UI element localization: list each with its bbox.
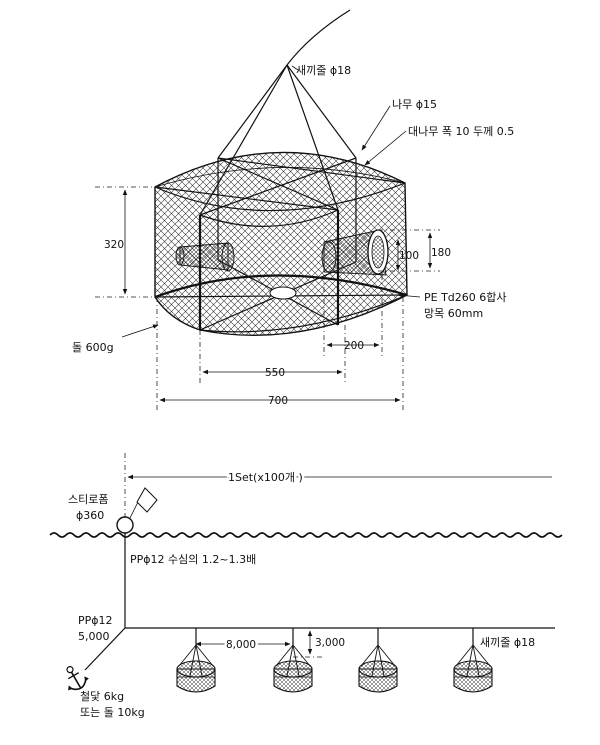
label-mainline-length: 5,000 [78, 630, 110, 643]
trap-bottom-ring [154, 274, 408, 299]
leader-bamboo [364, 130, 407, 166]
leader-net [397, 293, 421, 298]
dim-label-entrance-outer: 180 [431, 247, 451, 259]
leader-wood [361, 105, 391, 151]
label-branch-rope: 새끼줄 ϕ18 [480, 636, 535, 649]
label-bamboo: 대나무 폭 10 두께 0.5 [408, 125, 514, 138]
dim-outer-width [156, 297, 404, 410]
hanging-ropes [199, 9, 357, 216]
trap-top-bar [199, 157, 357, 216]
small-trap [273, 628, 313, 693]
dim-label-inner-width: 550 [265, 367, 285, 379]
dim-inner-width [199, 325, 346, 385]
label-float-rope: PPϕ12 수심의 1.2~1.3배 [130, 553, 256, 566]
sea-surface [49, 532, 563, 538]
dim-entrance-length [323, 275, 383, 358]
anchor-icon [66, 666, 89, 691]
trap-drawing: 새끼줄 ϕ18 나무 ϕ15 대나무 폭 10 두께 0.5 PE Td260 … [72, 9, 514, 410]
dim-label-spacing: 8,000 [226, 639, 256, 651]
label-anchor: 철닻 6kg [80, 690, 124, 703]
dim-label-entrance-length: 200 [344, 340, 364, 352]
label-net-material: PE Td260 6합사 [424, 291, 507, 304]
anchor-line [84, 627, 126, 671]
dim-label-entrance-inner: 100 [399, 250, 419, 262]
stone [269, 286, 297, 300]
dim-height [95, 186, 160, 298]
leader-stone [121, 324, 159, 338]
trap-mid-ring [199, 209, 339, 227]
trap-top-bar [217, 157, 339, 211]
small-trap [176, 628, 216, 693]
dim-label-branch: 3,000 [315, 637, 345, 649]
label-rope-top: 새끼줄 ϕ18 [296, 64, 351, 77]
label-mainline: PPϕ12 [78, 614, 113, 627]
label-set: 1Set(x100개 ) [228, 471, 303, 484]
trap-top-bar [217, 157, 406, 184]
label-anchor-alt: 또는 돌 10kg [80, 706, 145, 719]
label-net-mesh: 망목 60mm [424, 307, 483, 320]
label-stone: 돌 600g [72, 341, 114, 354]
label-float-size: ϕ360 [76, 509, 104, 522]
leader-rope [291, 65, 299, 71]
dim-label-height: 320 [104, 239, 124, 251]
small-trap [453, 628, 493, 693]
flag-icon [136, 487, 158, 513]
styrofoam-float [116, 516, 134, 534]
longline-drawing: 1Set(x100개 ) 스티로폼 ϕ360 PPϕ12 수심의 1.2~1.3… [49, 453, 563, 719]
label-wood: 나무 ϕ15 [392, 98, 437, 111]
trap-row [176, 628, 493, 693]
right-entrance-funnel [321, 229, 389, 276]
trap-top-ring-front [154, 182, 406, 212]
left-entrance-funnel [175, 242, 235, 272]
trap-top-ring-back [154, 167, 406, 188]
label-float: 스티로폼 [68, 493, 108, 506]
small-trap [358, 628, 398, 693]
dim-entrance [378, 229, 440, 272]
dim-label-outer-width: 700 [268, 395, 288, 407]
trap-bottom-ring-front [199, 294, 408, 333]
